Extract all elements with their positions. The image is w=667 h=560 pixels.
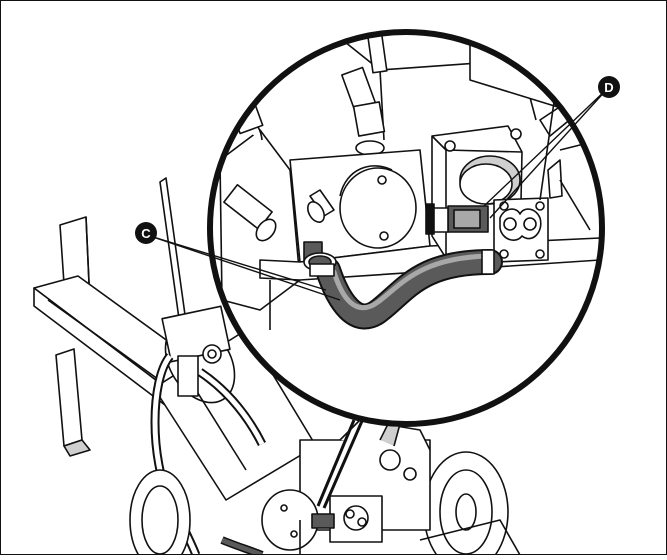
callout-c: C: [135, 222, 157, 244]
tow-handle: [159, 177, 187, 327]
suction-hose: [315, 249, 503, 330]
magnifier-ring: [207, 29, 605, 427]
callout-d: D: [598, 76, 620, 98]
elbow-fitting: [223, 183, 277, 242]
pump-inlet-fitting: [425, 203, 489, 235]
callout-d-label: D: [604, 80, 613, 95]
filter-canister: [339, 165, 417, 249]
front-leg: [55, 348, 83, 447]
log-splitter-machine: [33, 177, 521, 560]
callout-leaders: [149, 87, 609, 301]
hydraulic-pump: [431, 125, 563, 263]
right-wheel: [423, 451, 509, 560]
callout-c-label: C: [141, 226, 151, 241]
tank-outlet-fitting: [303, 241, 337, 277]
zoom-pointer: [316, 419, 364, 509]
lower-pump: [261, 489, 383, 551]
control-valve: [161, 305, 231, 397]
upper-elbow-fitting: [341, 66, 386, 156]
magnified-detail: [207, 29, 605, 427]
left-wheel: [129, 469, 191, 560]
